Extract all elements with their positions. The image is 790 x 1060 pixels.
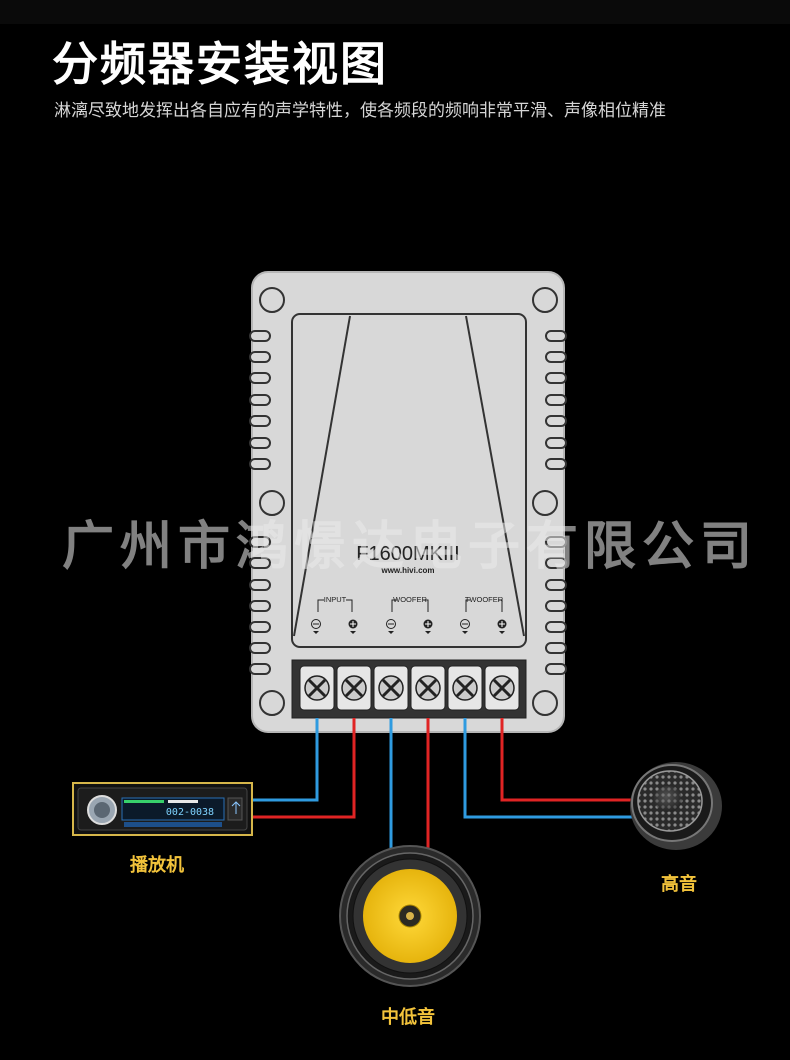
watermark: 广州市鸿憬达电子有限公司: [62, 516, 759, 577]
screw-terminal-icon: [484, 665, 520, 711]
top-bar: [0, 0, 790, 24]
screw-terminal-icon: [410, 665, 446, 711]
model-name: F1600MKIII: [356, 543, 459, 565]
wire-input-negative: [252, 718, 319, 802]
stereo-display: [121, 797, 225, 821]
group-input: INPUT: [317, 595, 353, 612]
plus-circle-icon: [348, 619, 358, 634]
player-label: 播放机: [130, 855, 184, 876]
wires: [252, 718, 640, 850]
group-woofer: WOOFER: [391, 595, 429, 612]
inner-panel: [291, 313, 527, 648]
screw-terminals: [299, 665, 520, 711]
car-stereo: 002-0038: [72, 782, 253, 836]
screw-terminal-icon: [299, 665, 335, 711]
group-label-woofer: WOOFER: [393, 595, 427, 604]
tweeter-speaker: [630, 762, 722, 850]
stereo-display-text: 002-0038: [166, 807, 214, 818]
heat-fins-right: [545, 330, 567, 675]
screw-terminal-icon: [447, 665, 483, 711]
wire-tweeter-positive: [500, 718, 640, 802]
plus-circle-icon: [497, 619, 507, 634]
mounting-holes: [259, 287, 558, 716]
website: www.hivi.com: [380, 566, 434, 575]
page-title: 分频器安装视图: [52, 37, 388, 91]
woofer-label: 中低音: [381, 1007, 435, 1028]
wire-input-positive: [252, 718, 356, 819]
plus-circle-icon: [423, 619, 433, 634]
screw-terminal-icon: [373, 665, 409, 711]
polarity-symbols: [311, 619, 507, 634]
group-label-tweeter: TWOOFER: [465, 595, 504, 604]
panel-line-left: [293, 315, 351, 637]
woofer-speaker: [339, 845, 481, 987]
minus-circle-icon: [311, 619, 321, 634]
group-tweeter: TWOOFER: [465, 595, 504, 612]
crossover-box: F1600MKIII www.hivi.com INPUT WOOFER TWO…: [249, 271, 567, 733]
minus-circle-icon: [460, 619, 470, 634]
panel-line-right: [465, 315, 525, 637]
wire-tweeter-negative: [463, 718, 640, 819]
screw-terminal-icon: [336, 665, 372, 711]
tweeter-label: 高音: [661, 874, 697, 895]
page-subtitle: 淋漓尽致地发挥出各自应有的声学特性，使各频段的频响非常平滑、声像相位精准: [54, 101, 666, 121]
heat-fins-left: [249, 330, 271, 675]
group-label-input: INPUT: [324, 595, 347, 604]
minus-circle-icon: [386, 619, 396, 634]
